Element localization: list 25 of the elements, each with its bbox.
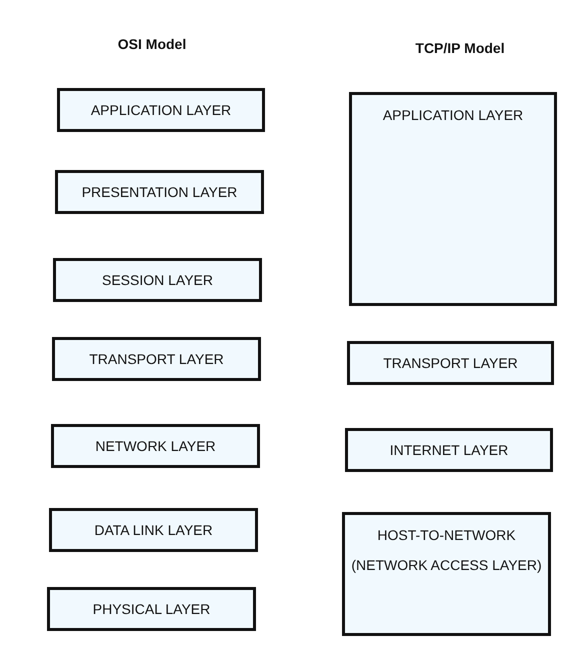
- layer-name: DATA LINK LAYER: [94, 522, 213, 538]
- layer-box: [349, 92, 557, 306]
- layer-box: [49, 508, 258, 552]
- layer-name: PHYSICAL LAYER: [92, 601, 210, 617]
- layer-name: (NETWORK ACCESS LAYER): [351, 557, 542, 573]
- layer-box: [51, 424, 260, 468]
- column-heading: OSI Model: [118, 36, 186, 52]
- column-heading: TCP/IP Model: [415, 40, 505, 56]
- layer-name: APPLICATION LAYER: [90, 102, 232, 118]
- layer-box: [342, 512, 551, 636]
- layer-box: [47, 587, 256, 631]
- layer-name: HOST-TO-NETWORK: [377, 527, 516, 543]
- layer-box: [52, 337, 261, 381]
- layer-name: TRANSPORT LAYER: [89, 351, 224, 367]
- layer-box: [55, 170, 264, 214]
- layer-name: TRANSPORT LAYER: [383, 355, 518, 371]
- layer-box: [53, 258, 262, 302]
- layer-name: INTERNET LAYER: [390, 442, 508, 458]
- layer-name: SESSION LAYER: [102, 272, 213, 288]
- layer-name: NETWORK LAYER: [95, 438, 216, 454]
- layer-name: APPLICATION LAYER: [382, 107, 524, 123]
- layer-box: [347, 341, 554, 385]
- layer-box: [345, 428, 553, 472]
- layer-box: [57, 88, 265, 132]
- layer-name: PRESENTATION LAYER: [82, 184, 238, 200]
